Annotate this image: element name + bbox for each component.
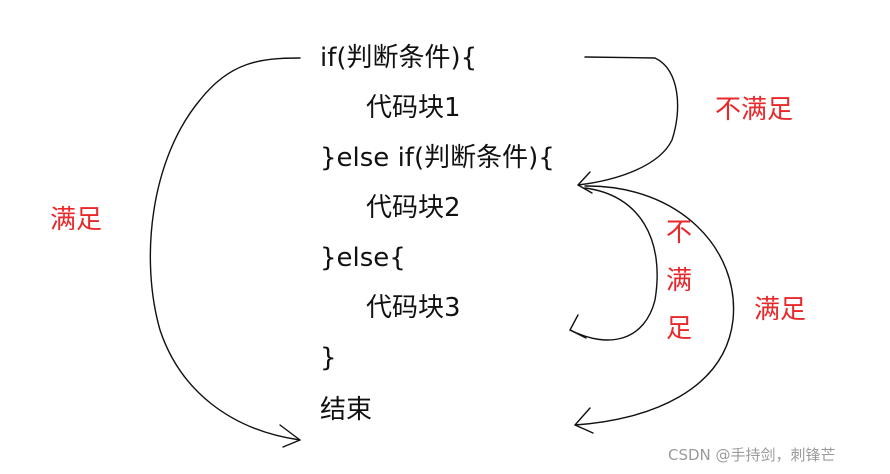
code-line-block3: 代码块3 [366,293,461,323]
label-not-satisfied-vertical-2: 满 [666,266,693,296]
code-line-close-brace: } [320,343,337,373]
code-line-block1: 代码块1 [366,93,461,123]
code-line-if: if(判断条件){ [320,43,478,73]
arrow-not-satisfied-top [577,56,679,186]
label-not-satisfied-vertical-3: 足 [666,314,693,344]
label-satisfied-right: 满足 [754,295,807,325]
arrow-not-satisfied-inner [569,187,658,341]
arrow-not-satisfied-top-head [577,171,593,194]
arrow-satisfied-right [574,185,735,426]
code-line-else: }else{ [320,243,406,273]
arrow-satisfied-right-head [574,407,594,434]
code-line-end: 结束 [320,395,373,425]
code-line-block2: 代码块2 [366,193,461,223]
label-not-satisfied-vertical-1: 不 [666,218,693,248]
label-satisfied-left: 满足 [50,205,103,235]
arrow-not-satisfied-inner-head [569,314,587,339]
watermark: CSDN @手持剑，刺锋芒 [668,446,836,464]
label-not-satisfied-top: 不满足 [715,95,794,125]
code-line-else-if: }else if(判断条件){ [320,143,555,173]
arrow-satisfied-left-head [279,424,301,448]
arrow-satisfied-left [149,57,301,441]
